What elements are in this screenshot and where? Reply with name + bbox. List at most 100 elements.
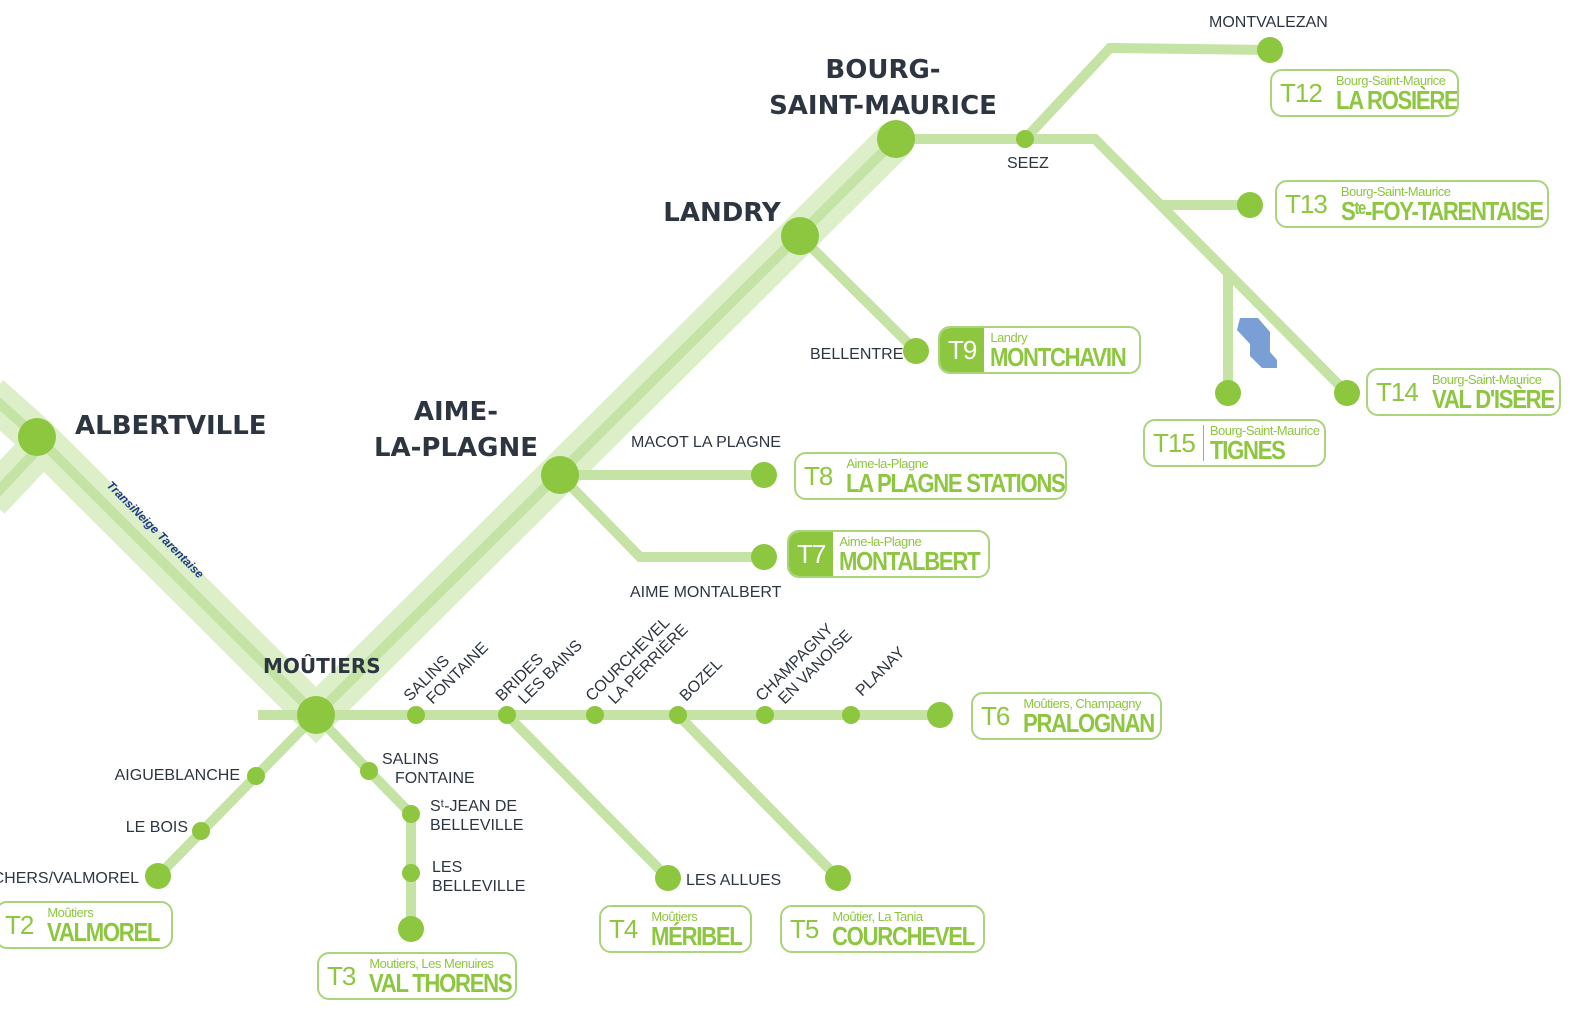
badge-divider bbox=[1202, 425, 1204, 461]
route-destination: LA PLAGNE STATIONS bbox=[846, 467, 1065, 498]
label-courchevel-lp: COURCHEVEL LA PERRIÈRE bbox=[583, 614, 692, 708]
stop-ste-foy[interactable] bbox=[1237, 192, 1263, 218]
stop-aime-montalbert[interactable] bbox=[751, 544, 777, 570]
label-brides: BRIDES LES BAINS bbox=[493, 637, 586, 708]
route-origin: Aime-la-Plagne bbox=[846, 455, 929, 471]
label-le-bois: LE BOIS bbox=[126, 819, 188, 836]
stop-bellentre[interactable] bbox=[903, 338, 929, 364]
stop-val-thorens[interactable] bbox=[398, 916, 424, 942]
route-number: T2 bbox=[5, 909, 34, 940]
route-destination: TIGNES bbox=[1209, 434, 1286, 465]
stop-pralognan[interactable] bbox=[927, 702, 953, 728]
route-origin: Moutiers, Les Menuires bbox=[369, 955, 494, 971]
stop-macot[interactable] bbox=[751, 462, 777, 488]
label-valmorel: CHERS/VALMOREL bbox=[0, 870, 139, 887]
label-salins-v-2: FONTAINE bbox=[395, 770, 475, 787]
route-number: T5 bbox=[790, 913, 819, 944]
stop-aime[interactable] bbox=[541, 456, 579, 494]
route-number: T4 bbox=[609, 913, 638, 944]
route-destination: PRALOGNAN bbox=[1023, 707, 1155, 738]
stop-champagny[interactable] bbox=[756, 706, 774, 724]
stop-seez[interactable] bbox=[1016, 130, 1034, 148]
route-origin: Aime-la-Plagne bbox=[839, 533, 922, 549]
route-origin: Moûtiers bbox=[47, 904, 94, 920]
stop-salins-v[interactable] bbox=[360, 762, 378, 780]
route-destination: Sᵗᵉ-FOY-TARENTAISE bbox=[1340, 195, 1544, 226]
label-bellentre: BELLENTRE bbox=[810, 346, 903, 363]
hub-aime-1: AIME- bbox=[414, 397, 498, 427]
stop-st-jean[interactable] bbox=[402, 805, 420, 823]
route-destination: VAL D'ISÈRE bbox=[1431, 383, 1555, 414]
route-number: T3 bbox=[327, 960, 356, 991]
route-destination: COURCHEVEL bbox=[832, 920, 975, 951]
svg-text:PLANAY: PLANAY bbox=[853, 644, 909, 700]
stop-albertville[interactable] bbox=[18, 418, 56, 456]
hub-bourg-1: BOURG- bbox=[825, 55, 940, 85]
stops bbox=[18, 37, 1360, 942]
svg-text:BOZEL: BOZEL bbox=[677, 656, 726, 705]
stop-bozel[interactable] bbox=[669, 706, 687, 724]
route-origin: Bourg-Saint-Maurice bbox=[1431, 371, 1542, 387]
label-planay: PLANAY bbox=[853, 644, 909, 700]
route-number: T14 bbox=[1376, 376, 1419, 407]
label-champagny: CHAMPAGNY EN VANOISE bbox=[753, 620, 856, 707]
stop-landry[interactable] bbox=[781, 217, 819, 255]
route-destination: MONTCHAVIN bbox=[990, 341, 1127, 372]
stop-valmorel[interactable] bbox=[145, 863, 171, 889]
route-origin: Landry bbox=[990, 329, 1028, 345]
stop-aigueblanche[interactable] bbox=[247, 767, 265, 785]
label-les-belleville-2: BELLEVILLE bbox=[432, 878, 525, 895]
hub-moutiers: MOÛTIERS bbox=[263, 654, 381, 678]
stop-tignes[interactable] bbox=[1215, 380, 1241, 406]
label-salins-v-1: SALINS bbox=[382, 751, 439, 768]
stop-courchevel-lp[interactable] bbox=[586, 706, 604, 724]
label-montvalezan: MONTVALEZAN bbox=[1209, 14, 1328, 31]
route-number: T12 bbox=[1280, 77, 1323, 108]
route-number: T15 bbox=[1153, 427, 1196, 458]
stop-le-bois[interactable] bbox=[192, 822, 210, 840]
route-number: T6 bbox=[981, 700, 1010, 731]
hub-landry: LANDRY bbox=[663, 198, 782, 228]
stop-moutiers[interactable] bbox=[297, 696, 335, 734]
label-les-belleville-1: LES bbox=[432, 859, 462, 876]
lake-shape bbox=[1237, 318, 1277, 368]
route-origin: Bourg-Saint-Maurice bbox=[1209, 422, 1320, 438]
route-origin: Moûtiers bbox=[651, 908, 698, 924]
stop-val-disere[interactable] bbox=[1334, 380, 1360, 406]
stop-brides[interactable] bbox=[498, 706, 516, 724]
stop-planay[interactable] bbox=[842, 706, 860, 724]
route-origin: Moûtier, La Tania bbox=[832, 908, 923, 924]
stop-les-belleville[interactable] bbox=[402, 864, 420, 882]
route-destination: VAL THORENS bbox=[369, 967, 513, 998]
stop-courchevel[interactable] bbox=[825, 865, 851, 891]
label-macot: MACOT LA PLAGNE bbox=[631, 434, 781, 451]
stop-salins-h[interactable] bbox=[407, 706, 425, 724]
label-seez: SEEZ bbox=[1007, 155, 1049, 172]
stop-bourg[interactable] bbox=[877, 120, 915, 158]
route-lines bbox=[0, 42, 1351, 929]
stop-montvalezan[interactable] bbox=[1257, 37, 1283, 63]
hub-bourg-2: SAINT-MAURICE bbox=[769, 91, 997, 121]
route-number: T8 bbox=[804, 460, 833, 491]
route-origin: Moûtiers, Champagny bbox=[1023, 695, 1142, 711]
label-les-allues: LES ALLUES bbox=[686, 872, 781, 889]
stop-les-allues[interactable] bbox=[655, 865, 681, 891]
